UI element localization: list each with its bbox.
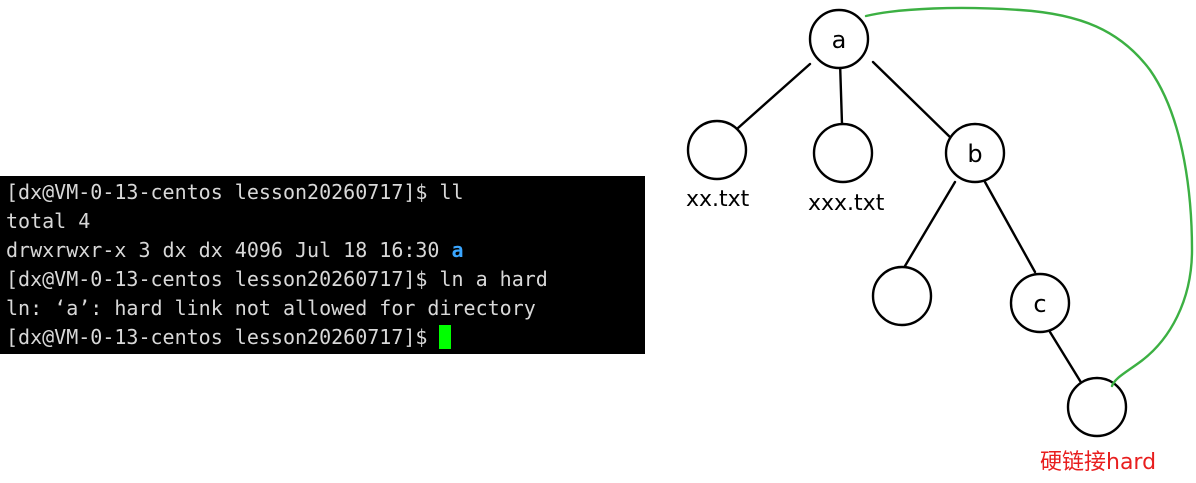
listing-details: drwxrwxr-x 3 dx dx 4096 Jul 18 16:30 xyxy=(6,238,452,262)
edge-b-c xyxy=(983,180,1037,274)
terminal-line-total: total 4 xyxy=(6,209,91,233)
terminal-window[interactable]: [dx@VM-0-13-centos lesson20260717]$ ll t… xyxy=(0,176,645,354)
terminal-line-ln-command: [dx@VM-0-13-centos lesson20260717]$ ln a… xyxy=(6,267,548,291)
terminal-line-ll-command: [dx@VM-0-13-centos lesson20260717]$ ll xyxy=(6,180,464,204)
tree-node-xx-txt xyxy=(686,119,748,181)
node-label-b: b xyxy=(967,140,982,168)
node-label-a: a xyxy=(832,26,847,54)
tree-node-empty xyxy=(871,265,933,327)
tree-node-a xyxy=(808,8,870,70)
tree-node-hard xyxy=(1066,376,1128,438)
prompt-text: [dx@VM-0-13-centos lesson20260717]$ xyxy=(6,325,440,349)
hard-link-curve xyxy=(864,6,1194,388)
edge-c-hard xyxy=(1048,330,1084,386)
edge-a-xxx xyxy=(838,60,844,126)
directory-name-a: a xyxy=(451,238,464,262)
edge-a-xx xyxy=(736,62,812,130)
terminal-line-error-message: ln: ‘a’: hard link not allowed for direc… xyxy=(6,296,536,320)
tree-node-b xyxy=(944,122,1006,184)
label-xx-txt: xx.txt xyxy=(686,187,750,212)
tree-node-xxx-txt xyxy=(812,122,874,184)
node-label-c: c xyxy=(1033,290,1046,318)
edge-a-b xyxy=(871,60,955,142)
terminal-line-prompt[interactable]: [dx@VM-0-13-centos lesson20260717]$ xyxy=(6,323,645,352)
edge-b-empty xyxy=(903,180,957,268)
terminal-line-directory-listing: drwxrwxr-x 3 dx dx 4096 Jul 18 16:30 a xyxy=(6,236,645,265)
tree-node-c xyxy=(1009,272,1071,334)
label-hard-link: 硬链接hard xyxy=(1040,450,1156,475)
label-xxx-txt: xxx.txt xyxy=(808,191,885,216)
terminal-cursor xyxy=(439,325,452,349)
